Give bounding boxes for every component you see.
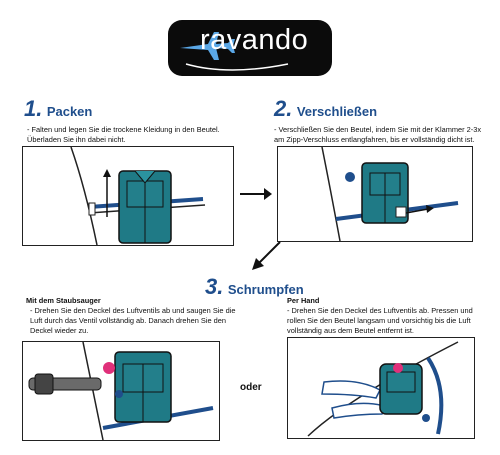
folded-shirt-icon [118,170,172,244]
folded-shirt-icon [114,351,172,423]
valve-icon [393,363,403,373]
hand-illustration [287,337,475,439]
step-2-illustration [277,146,473,242]
method-hand-title: Per Hand [287,296,320,305]
step-1-number: 1. [24,96,43,121]
method-vacuum-description: - Drehen Sie den Deckel des Luftventils … [30,306,236,335]
step-3-number: 3. [205,274,224,299]
valve-icon [345,172,355,182]
hands-icon [321,380,385,419]
step-3-title: Schrumpfen [227,282,304,297]
step-2-number: 2. [274,96,293,121]
valve-cap-icon [422,414,430,422]
method-vacuum-title: Mit dem Staubsauger [26,296,101,305]
arrow-right-icon [240,188,272,200]
vacuum-hose-icon [28,373,102,395]
step-2-title: Verschließen [296,104,378,119]
method-hand-description: - Drehen Sie den Deckel des Luftventils … [287,306,473,335]
valve-cap-icon [115,390,123,398]
step-1-heading: 1. Packen [24,96,92,122]
step-2-description: - Verschließen Sie den Beutel, indem Sie… [274,125,482,144]
step-2-heading: 2. Verschließen [274,96,377,122]
valve-icon [103,362,115,374]
separator-oder: oder [240,382,262,393]
airplane-icon [180,32,289,71]
step-1-title: Packen [46,104,93,119]
step-3-heading: 3. Schrumpfen [205,274,304,300]
brand-logo [168,20,332,76]
clip-icon [395,206,407,218]
brand-name: ravando [200,24,309,56]
arrow-down-left-icon [252,241,281,270]
step-1-illustration [22,146,234,246]
vacuum-illustration [22,341,220,441]
step-1-description: - Falten und legen Sie die trockene Klei… [27,125,220,144]
